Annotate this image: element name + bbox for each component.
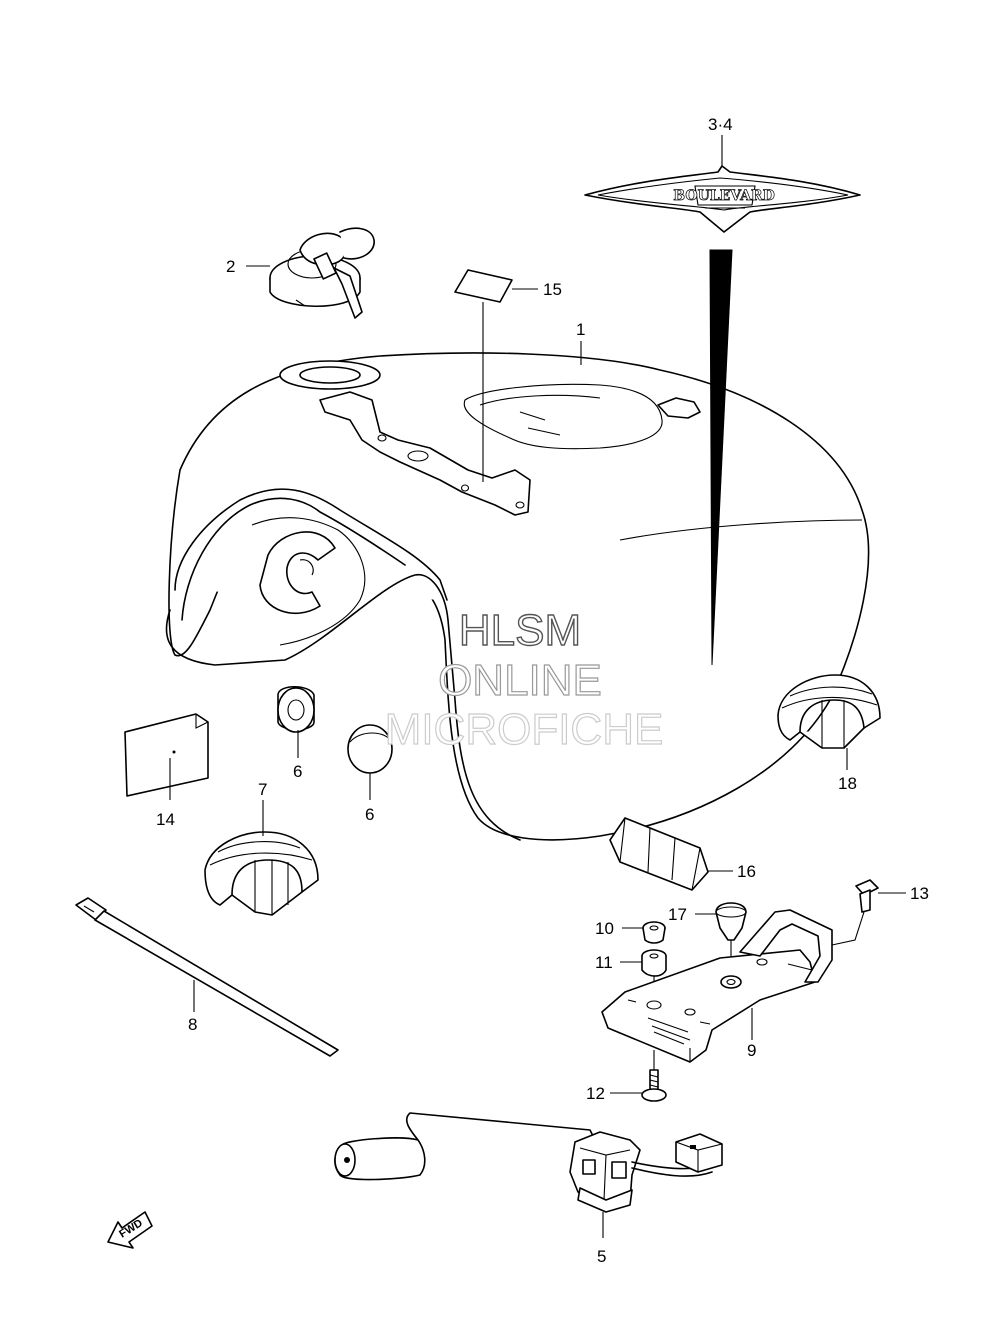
bracket-part-9 xyxy=(601,909,833,1063)
callout-6a: 6 xyxy=(293,762,302,781)
callout-8: 8 xyxy=(188,1015,197,1034)
callout-2: 2 xyxy=(226,257,235,276)
label-part-15 xyxy=(454,269,513,303)
damper-part-7 xyxy=(204,831,319,916)
cushion-part-6a xyxy=(277,685,315,733)
bolt-part-12 xyxy=(641,1069,667,1102)
collar-part-10 xyxy=(642,921,666,944)
callout-3-4: 3·4 xyxy=(708,115,733,134)
callout-13: 13 xyxy=(910,884,929,903)
fuel-cap-part-2 xyxy=(269,227,375,319)
callout-16: 16 xyxy=(737,862,756,881)
leader-13-down xyxy=(831,911,865,946)
callout-9: 9 xyxy=(747,1041,756,1060)
callout-15: 15 xyxy=(543,280,562,299)
bolt-part-13 xyxy=(855,879,879,913)
callout-12: 12 xyxy=(586,1084,605,1103)
cable-tie-part-8 xyxy=(75,897,339,1057)
callout-14: 14 xyxy=(156,810,175,829)
fwd-direction-arrow: FWD xyxy=(107,1211,153,1249)
callout-6b: 6 xyxy=(365,805,374,824)
watermark: HLSM ONLINE MICROFICHE xyxy=(384,605,664,754)
emblem-text: BOULEVARD xyxy=(673,188,774,204)
watermark-line-1: HLSM xyxy=(459,606,581,655)
cushion-part-17 xyxy=(715,902,747,941)
callout-5: 5 xyxy=(597,1247,606,1266)
callout-7: 7 xyxy=(258,780,267,799)
callout-10: 10 xyxy=(595,919,614,938)
callout-1: 1 xyxy=(576,320,585,339)
watermark-line-2: ONLINE xyxy=(438,656,602,705)
fuel-tank-part-1 xyxy=(165,352,870,841)
callout-18: 18 xyxy=(838,774,857,793)
emblem-part-3-4: BOULEVARD xyxy=(584,165,861,233)
callout-11: 11 xyxy=(595,953,613,972)
fuel-level-gauge-part-5 xyxy=(334,1112,723,1213)
callout-17: 17 xyxy=(668,905,687,924)
cushion-part-11 xyxy=(641,949,667,977)
damper-part-18 xyxy=(777,674,881,749)
pad-part-16 xyxy=(609,817,709,891)
emblem-placement-wedge xyxy=(709,249,733,666)
watermark-line-3: MICROFICHE xyxy=(385,705,664,754)
label-part-14 xyxy=(124,713,209,797)
